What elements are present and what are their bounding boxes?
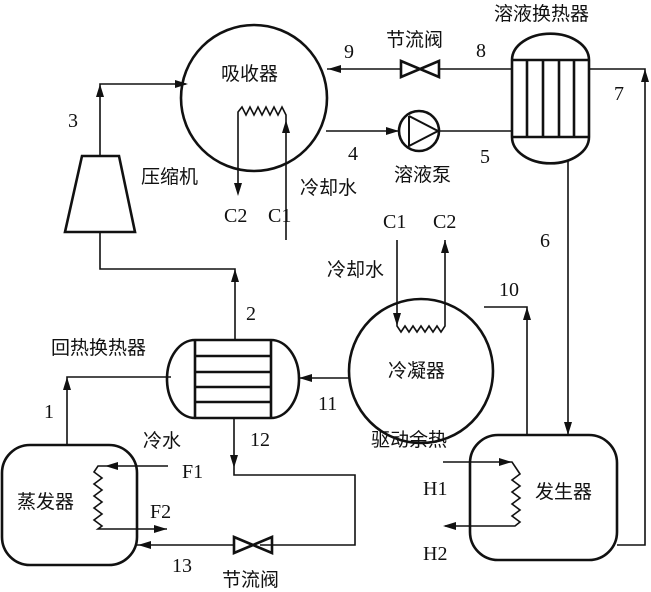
- compressor: [63, 154, 137, 234]
- condenser-vessel: [347, 297, 495, 445]
- throttle-valve-top-label: 节流阀: [386, 29, 443, 51]
- stream-1-arrow-icon: [63, 377, 71, 390]
- absorber-c1-arrow-icon: [282, 120, 290, 133]
- throttle-valve-top-left: [399, 59, 424, 79]
- throttle-valve-bottom-label: 节流阀: [222, 569, 279, 591]
- evaporator-coil: [92, 465, 168, 530]
- stream-13-label: 13: [172, 555, 192, 577]
- condenser-cooling-water-label: 冷却水: [327, 259, 384, 281]
- generator-h2-arrow-icon: [443, 522, 456, 530]
- evaporator: [0, 443, 139, 567]
- stream-3-line: [99, 83, 186, 156]
- generator: [468, 433, 619, 562]
- stream-6-label: 6: [540, 230, 550, 252]
- stream-4-label: 4: [348, 143, 358, 165]
- stream-2-label: 2: [246, 303, 256, 325]
- stream-7-arrow-icon: [641, 69, 649, 82]
- throttle-valve-top-right: [416, 59, 441, 79]
- generator-h2-label: H2: [423, 543, 447, 565]
- condenser-c2-arrow-icon: [441, 240, 449, 253]
- stream-12-label: 12: [250, 429, 270, 451]
- stream-10-line: [484, 306, 528, 435]
- stream-11-label: 11: [318, 393, 337, 415]
- absorber-vessel: [179, 23, 329, 173]
- evaporator-f2-arrow-icon: [154, 525, 167, 533]
- condenser-c2-label: C2: [433, 211, 456, 233]
- stream-3-up-arrow-icon: [96, 84, 104, 97]
- stream-6-arrow-icon: [564, 422, 572, 435]
- stream-13-arrow-icon: [138, 541, 151, 549]
- stream-2-arrow-icon: [231, 269, 239, 282]
- generator-label: 发生器: [535, 481, 592, 503]
- evaporator-f2-label: F2: [150, 501, 171, 523]
- absorber-c2-label: C2: [224, 205, 247, 227]
- solution-heat-exchanger-label: 溶液换热器: [494, 3, 589, 25]
- absorber-c1-label: C1: [268, 205, 291, 227]
- stream-10-label: 10: [499, 279, 519, 301]
- solution-pump: [397, 109, 441, 153]
- absorber-cooling-water-label: 冷却水: [300, 177, 357, 199]
- recuperator-label: 回热换热器: [51, 337, 146, 359]
- condenser-c1-arrow-icon: [393, 313, 401, 326]
- generator-h1-label: H1: [423, 478, 447, 500]
- stream-8-label: 8: [476, 40, 486, 62]
- stream-2-line: [99, 232, 236, 340]
- absorber-c2-arrow-icon: [234, 183, 242, 196]
- evaporator-label: 蒸发器: [17, 491, 74, 513]
- generator-h1-arrow-icon: [499, 458, 512, 466]
- stream-1-label: 1: [44, 401, 54, 423]
- stream-9-label: 9: [344, 41, 354, 63]
- pump-triangle-icon: [408, 115, 441, 148]
- stream-7-line: [589, 68, 646, 546]
- stream-11-arrow-icon: [299, 374, 312, 382]
- compressor-label: 压缩机: [141, 166, 198, 188]
- chilled-water-label: 冷水: [143, 430, 181, 452]
- stream-4-arrow-icon: [386, 127, 399, 135]
- stream-9-arrow-icon: [328, 65, 341, 73]
- evaporator-f1-arrow-icon: [105, 462, 118, 470]
- absorber-cooling-coil: [237, 105, 287, 240]
- stream-3-label: 3: [68, 110, 78, 132]
- generator-coil: [443, 461, 522, 527]
- stream-7-label: 7: [614, 83, 624, 105]
- stream-10-arrow-icon: [523, 307, 531, 320]
- solution-pump-label: 溶液泵: [394, 164, 451, 186]
- stream-5-label: 5: [480, 146, 490, 168]
- absorber-label: 吸收器: [221, 63, 278, 85]
- evaporator-f1-label: F1: [182, 461, 203, 483]
- condenser-cooling-coil: [396, 240, 446, 334]
- condenser-c1-label: C1: [383, 211, 406, 233]
- condenser-label: 冷凝器: [388, 360, 445, 382]
- driving-waste-heat-label: 驱动余热: [371, 429, 447, 451]
- stream-3-right-arrow-icon: [175, 80, 188, 88]
- recuperator-heat-exchanger: [165, 338, 301, 420]
- stream-12-arrow-icon: [230, 455, 238, 468]
- solution-heat-exchanger: [510, 32, 591, 165]
- throttle-valve-bottom-right: [249, 535, 274, 555]
